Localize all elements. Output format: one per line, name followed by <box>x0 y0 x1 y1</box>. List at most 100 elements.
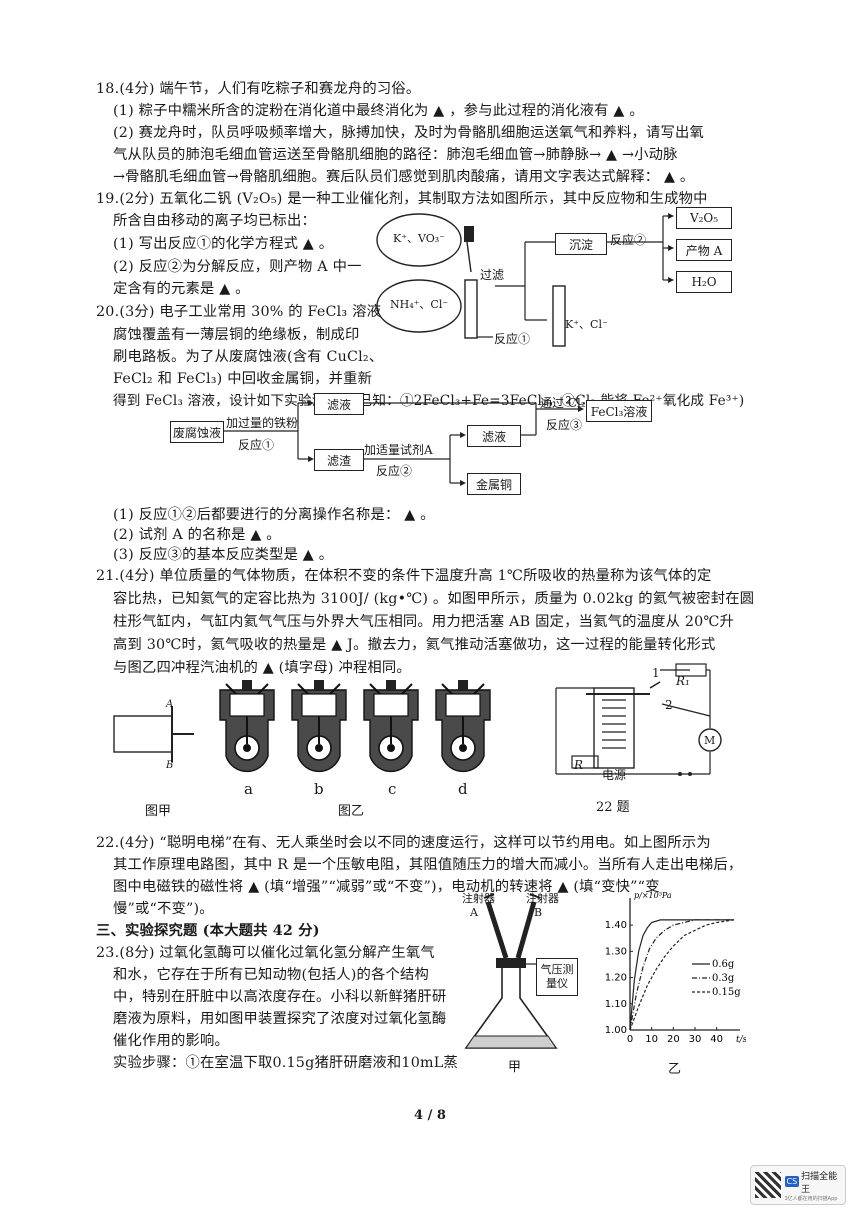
q23-line-2: 和水，它存在于所有已知动物(包括人)的各个结构 <box>113 967 429 983</box>
q20-answer-2: (2) 试剂 A 的名称是 ▲ 。 <box>113 527 281 543</box>
q19-line-2: 所含自由移动的离子均已标出： <box>113 213 316 229</box>
pressure-meter-box: 气压测量仪 <box>536 958 578 996</box>
reagent-a-label: 加适量试剂A <box>364 443 433 457</box>
q18-line-4: 气从队员的肺泡毛细血管运送至骨骼肌细胞的路径：肺泡毛细血管→肺静脉→ ▲ →小动… <box>113 147 678 163</box>
q23-line-5: 催化作用的影响。 <box>113 1033 229 1049</box>
q20-line-2: 腐蚀覆盖有一薄层铜的绝缘板，制成印 <box>113 327 360 343</box>
q22-line-1: 22.(4分) “聪明电梯”在有、无人乘坐时会以不同的速度运行，这样可以节约用电… <box>96 835 711 851</box>
r1-label: R₁ <box>676 674 690 688</box>
vanadium-process-diagram <box>376 213 674 347</box>
add-iron-label: 加过量的铁粉 <box>226 416 299 430</box>
engine-b-label: b <box>314 780 324 798</box>
q22-fig-caption: 22 题 <box>596 800 630 815</box>
syringe-a-label: 注射器 <box>462 892 495 905</box>
four-stroke-engines-figure <box>219 679 491 773</box>
legend-label-0.3g: 0.3g <box>712 973 735 984</box>
q18-line-5: →骨骼肌毛细血管→骨骼肌细胞。赛后队员们感觉到肌肉酸痛，请用文字表达式解释： ▲… <box>113 169 695 185</box>
q23-line-6: 实验步骤：①在室温下取0.15g猪肝研磨液和10mL蒸 <box>113 1055 458 1071</box>
fig-yi-caption: 图乙 <box>338 804 365 819</box>
y-tick-label: 1.30 <box>605 946 627 957</box>
syringe-a-letter: A <box>470 906 478 919</box>
power-label: 电源 <box>602 768 627 782</box>
y-tick-label: 1.20 <box>605 973 627 984</box>
cylinder-piston-figure <box>113 706 194 762</box>
contact-1-label: 1 <box>652 666 660 680</box>
fig-yi-q23-caption: 乙 <box>668 1062 682 1077</box>
q23-line-3: 中，特别在肝脏中以高浓度存在。小科以新鲜猪肝研 <box>113 989 447 1005</box>
q18-line-2: (1) 粽子中糯米所含的淀粉在消化道中最终消化为 ▲ ，参与此过程的消化液有 ▲… <box>113 103 644 119</box>
section-3-heading: 三、实验探究题 (本大题共 42 分) <box>96 923 320 939</box>
product-h2o: H₂O <box>676 271 732 293</box>
y-tick-label: 1.00 <box>605 1025 627 1036</box>
copper-box: 金属铜 <box>467 473 521 495</box>
engine-d-label: d <box>458 780 468 798</box>
reaction2-label: 反应② <box>610 233 647 247</box>
q21-line-2: 容比热，已知氦气的定容比热为 3100J/ (kg•℃) 。如图甲所示，质量为 … <box>113 591 755 607</box>
filtrate2-box: 滤液 <box>467 425 521 447</box>
x-tick-label: 30 <box>689 1034 702 1045</box>
q21-line-5: 与图乙四冲程汽油机的 ▲ (填字母) 冲程相同。 <box>113 660 411 676</box>
engine-c-label: c <box>388 780 397 798</box>
syringe-b-label: 注射器 <box>526 892 559 905</box>
scanner-watermark: CS 扫描全能王 3亿人都在用的扫描App <box>750 1165 846 1205</box>
piston-a-label: A <box>166 699 174 710</box>
y-axis-label: p/×10⁵Pa <box>634 891 672 900</box>
residue-box: 滤渣 <box>314 449 364 471</box>
elevator-relay-circuit <box>555 663 722 776</box>
product-v2o5: V₂O₅ <box>676 207 732 229</box>
scanner-logo-icon: CS <box>784 1176 800 1187</box>
q19-line-1: 19.(2分) 五氧化二钒 (V₂O₅) 是一种工业催化剂，其制取方法如图所示，… <box>96 191 708 207</box>
ions-right-label: K⁺、Cl⁻ <box>565 318 608 331</box>
syringe-b-letter: B <box>534 906 543 919</box>
reaction2-flow-label: 反应② <box>376 464 413 478</box>
q21-line-1: 21.(4分) 单位质量的气体物质，在体积不变的条件下温度升高 1℃所吸收的热量… <box>96 568 712 584</box>
q21-line-4: 高到 30℃时，氦气吸收的热量是 ▲ J。撤去力，氦气推动活塞做功，这一过程的能… <box>113 637 716 653</box>
flask-apparatus-figure <box>464 893 558 1049</box>
x-tick-label: 20 <box>667 1034 680 1045</box>
fecl3-box: FeCl₃溶液 <box>586 400 652 422</box>
q21-line-3: 柱形气缸内，气缸内氦气气压与外界大气压相同。用力把活塞 AB 固定，当氦气的温度… <box>113 614 735 630</box>
scanner-subtitle: 3亿人都在用的扫描App <box>784 1195 838 1202</box>
engine-a-label: a <box>244 780 253 798</box>
q19-line-3: (1) 写出反应①的化学方程式 ▲ 。 <box>113 236 334 252</box>
q20-line-4: FeCl₂ 和 FeCl₃) 中回收金属铜，并重新 <box>113 371 373 387</box>
q20-line-3: 刷电路板。为了从废腐蚀液(含有 CuCl₂、 <box>113 349 384 365</box>
cl2-label: 通过 Cl₂ <box>540 396 586 410</box>
q18-line-3: (2) 赛龙舟时，队员呼吸频率增大，脉搏加快，及时为骨骼肌细胞运送氧气和养料，请… <box>113 125 704 141</box>
contact-2-label: 2 <box>665 698 673 712</box>
fig-jia-q23-caption: 甲 <box>508 1060 522 1075</box>
q19-line-5: 定含有的元素是 ▲ 。 <box>113 281 250 297</box>
r-label: R <box>574 758 584 772</box>
reaction1-flow-label: 反应① <box>238 438 275 452</box>
filtrate-box: 滤液 <box>314 393 364 415</box>
reaction1-label: 反应① <box>494 332 531 346</box>
page-number: 4 / 8 <box>414 1108 446 1123</box>
piston-b-label: B <box>166 760 174 771</box>
x-axis-label: t/s <box>736 1035 746 1045</box>
q19-line-4: (2) 反应②为分解反应，则产物 A 中一 <box>113 259 362 275</box>
legend-label-0.6g: 0.6g <box>712 959 735 970</box>
q22-line-4: 慢”或“不变”)。 <box>113 901 214 917</box>
qr-code-icon <box>755 1172 781 1198</box>
series-line-0.15g <box>629 919 735 1031</box>
x-tick-label: 40 <box>710 1034 723 1045</box>
ions-left-label: NH₄⁺、Cl⁻ <box>390 298 449 311</box>
q23-line-4: 磨液为原料，用如图甲装置探究了浓度对过氧化氢酶 <box>113 1011 447 1027</box>
copper-recovery-flowchart <box>220 400 584 486</box>
q20-answer-3: (3) 反应③的基本反应类型是 ▲ 。 <box>113 547 334 563</box>
precipitate-box: 沉淀 <box>555 233 607 255</box>
fig-jia-caption: 图甲 <box>145 804 172 819</box>
series-line-0.3g <box>629 919 734 1031</box>
pressure-time-chart: p/×10⁵Pat/s1.401.301.201.101.00010203040… <box>605 891 746 1045</box>
x-tick-label: 10 <box>645 1034 658 1045</box>
reaction3-label: 反应③ <box>546 418 583 432</box>
q23-line-1: 23.(8分) 过氧化氢酶可以催化过氧化氢分解产生氧气 <box>96 945 435 961</box>
scanner-name: 扫描全能王 <box>801 1171 838 1195</box>
ions-top-label: K⁺、VO₃⁻ <box>393 232 446 245</box>
q22-line-3: 图中电磁铁的磁性将 ▲ (填“增强”“减弱”或“不变”)，电动机的转速将 ▲ (… <box>113 879 660 895</box>
q20-line-1: 20.(3分) 电子工业常用 30% 的 FeCl₃ 溶液 <box>96 304 382 320</box>
waste-liquid-box: 废腐蚀液 <box>170 421 224 443</box>
q18-line-1: 18.(4分) 端午节，人们有吃粽子和赛龙舟的习俗。 <box>96 81 421 97</box>
q22-line-2: 其工作原理电路图，其中 R 是一个压敏电阻，其阻值随压力的增大而减小。当所有人走… <box>113 857 743 873</box>
product-a: 产物 A <box>676 239 732 261</box>
